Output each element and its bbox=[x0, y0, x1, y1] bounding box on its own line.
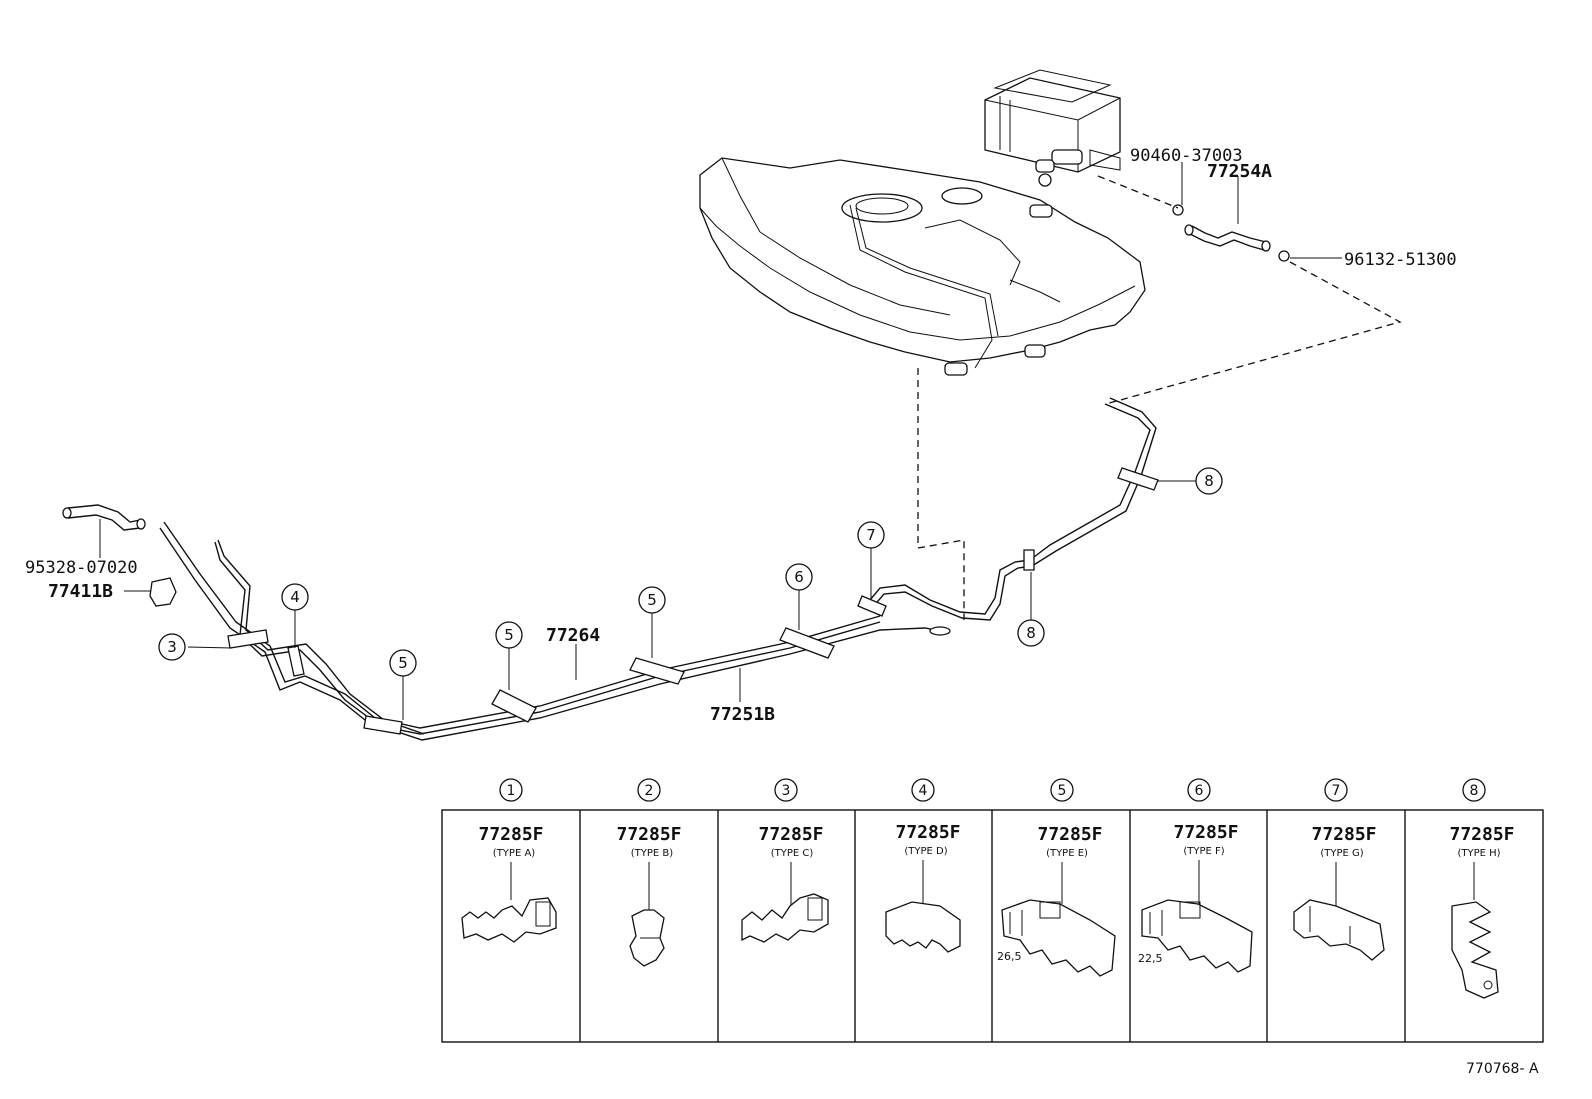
svg-text:4: 4 bbox=[290, 588, 300, 606]
callout-77411B: 77411B bbox=[48, 581, 113, 602]
svg-text:8: 8 bbox=[1026, 624, 1036, 642]
svg-text:77285F: 77285F bbox=[1173, 822, 1238, 843]
callout-leaders bbox=[187, 480, 1196, 720]
clamp-ref-8b: 8 bbox=[1195, 467, 1223, 495]
svg-text:6: 6 bbox=[794, 568, 804, 586]
svg-text:1: 1 bbox=[507, 783, 516, 799]
clamp-type-g: 7 77285F (TYPE G) bbox=[1293, 778, 1385, 961]
clamp-ref-5a: 5 bbox=[389, 649, 417, 677]
clamp-type-c: 3 77285F (TYPE C) bbox=[741, 778, 829, 943]
svg-text:3: 3 bbox=[782, 783, 791, 799]
fuel-lines bbox=[159, 397, 1157, 741]
clamp-type-h: 8 77285F (TYPE H) bbox=[1449, 778, 1515, 999]
svg-text:(TYPE F): (TYPE F) bbox=[1183, 846, 1224, 857]
svg-text:7: 7 bbox=[866, 526, 876, 544]
clamp-ref-3: 3 bbox=[158, 633, 186, 661]
clamp-f-dimension: 22,5 bbox=[1138, 952, 1163, 965]
callout-95328-07020: 95328-07020 bbox=[25, 558, 138, 578]
clamp-ref-7: 7 bbox=[857, 521, 885, 549]
svg-text:77285F: 77285F bbox=[758, 824, 823, 845]
callout-77251B: 77251B bbox=[710, 704, 775, 725]
clamp-type-b: 2 77285F (TYPE B) bbox=[616, 778, 682, 967]
fuel-tank bbox=[699, 157, 1146, 376]
dashed-leaders bbox=[917, 175, 1402, 620]
evap-hose bbox=[1172, 162, 1342, 262]
svg-text:(TYPE D): (TYPE D) bbox=[904, 846, 947, 857]
svg-text:(TYPE A): (TYPE A) bbox=[493, 848, 535, 859]
clamp-table: 1 77285F (TYPE A) 2 77285F (TYPE B) 3 77… bbox=[441, 778, 1544, 1043]
svg-text:4: 4 bbox=[919, 783, 928, 799]
svg-text:5: 5 bbox=[398, 654, 408, 672]
clamp-type-d: 4 77285F (TYPE D) bbox=[885, 778, 961, 953]
clamp-ref-4: 4 bbox=[281, 583, 309, 611]
svg-text:8: 8 bbox=[1470, 783, 1479, 799]
callout-77254A: 77254A bbox=[1207, 161, 1272, 182]
clamp-e-dimension: 26,5 bbox=[997, 950, 1022, 963]
svg-text:(TYPE H): (TYPE H) bbox=[1457, 848, 1500, 859]
svg-text:6: 6 bbox=[1195, 783, 1204, 799]
svg-text:5: 5 bbox=[647, 591, 657, 609]
svg-text:77285F: 77285F bbox=[478, 824, 543, 845]
svg-text:5: 5 bbox=[504, 626, 514, 644]
callout-96132-51300: 96132-51300 bbox=[1344, 250, 1457, 270]
clamp-type-f: 6 77285F (TYPE F) 22,5 bbox=[1138, 778, 1253, 973]
svg-text:(TYPE C): (TYPE C) bbox=[771, 848, 814, 859]
svg-text:77285F: 77285F bbox=[1449, 824, 1514, 845]
clamp-type-e: 5 77285F (TYPE E) 26,5 bbox=[997, 778, 1116, 977]
svg-text:8: 8 bbox=[1204, 472, 1214, 490]
svg-text:77285F: 77285F bbox=[895, 822, 960, 843]
svg-text:77285F: 77285F bbox=[1311, 824, 1376, 845]
clamp-ref-5c: 5 bbox=[638, 586, 666, 614]
clamp-ref-5b: 5 bbox=[495, 621, 523, 649]
svg-text:5: 5 bbox=[1058, 783, 1067, 799]
svg-text:77285F: 77285F bbox=[616, 824, 681, 845]
callout-77264: 77264 bbox=[546, 625, 600, 646]
svg-text:(TYPE B): (TYPE B) bbox=[631, 848, 674, 859]
svg-text:3: 3 bbox=[167, 638, 177, 656]
left-hose bbox=[62, 504, 177, 607]
svg-text:(TYPE E): (TYPE E) bbox=[1046, 848, 1088, 859]
svg-text:7: 7 bbox=[1332, 783, 1341, 799]
charcoal-canister bbox=[984, 69, 1121, 187]
clamp-type-a: 1 77285F (TYPE A) bbox=[461, 778, 557, 943]
clamp-ref-8a: 8 bbox=[1017, 619, 1045, 647]
clamp-ref-6: 6 bbox=[785, 563, 813, 591]
figure-id: 770768- A bbox=[1466, 1061, 1539, 1077]
svg-text:(TYPE G): (TYPE G) bbox=[1320, 848, 1363, 859]
line-clamps bbox=[227, 467, 1159, 735]
svg-text:77285F: 77285F bbox=[1037, 824, 1102, 845]
svg-text:2: 2 bbox=[645, 783, 654, 799]
callout-90460-37003: 90460-37003 bbox=[1130, 146, 1243, 166]
